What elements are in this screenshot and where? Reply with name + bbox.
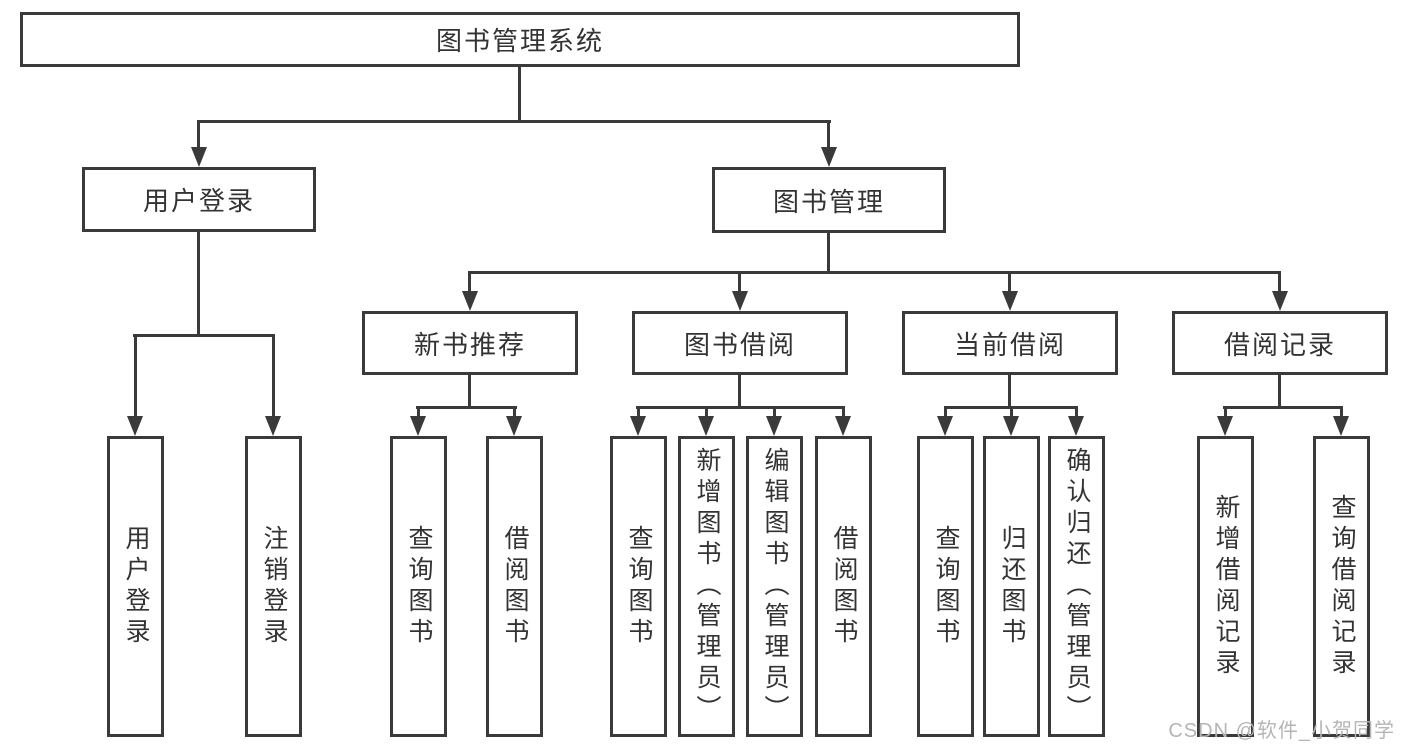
connector-line [944,406,947,422]
arrow-down-icon [1002,291,1018,311]
leaf-user-login: 用户登录 [107,436,164,737]
node-book-management: 图书管理 [712,167,946,233]
arrow-down-icon [835,416,851,436]
leaf-label: 查询图书 [405,524,433,649]
node-label: 图书管理 [772,186,885,217]
node-label: 当前借阅 [953,329,1066,360]
arrow-down-icon [1003,416,1019,436]
arrow-down-icon [1217,416,1233,436]
leaf-label: 注销登录 [260,524,288,649]
leaf-label: 归还图书 [998,524,1026,649]
leaf-label: 借阅图书 [501,524,529,649]
node-label: 图书管理系统 [435,26,604,56]
leaf-current-query-book: 查询图书 [917,436,974,737]
leaf-label: 查询借阅记录 [1328,493,1356,680]
arrow-down-icon [410,416,426,436]
arrow-down-icon [1068,416,1084,436]
node-book-borrow: 图书借阅 [632,311,848,375]
arrow-down-icon [732,291,748,311]
leaf-borrow-borrow-book: 借阅图书 [815,436,872,737]
node-label: 图书借阅 [683,329,796,360]
connector-line [197,228,200,337]
leaf-label: 确认归还（管理员） [1063,447,1091,726]
arrow-down-icon [630,416,646,436]
leaf-label: 查询图书 [625,524,653,649]
node-user-login: 用户登录 [82,167,316,232]
leaf-borrow-add-book-admin: 新增图书（管理员） [678,436,735,737]
leaf-recommend-query-book: 查询图书 [390,436,447,737]
connector-line [272,334,275,422]
leaf-logout: 注销登录 [245,436,302,737]
leaf-label: 查询图书 [932,524,960,649]
connector-line [1008,372,1011,409]
node-borrow-records: 借阅记录 [1172,311,1388,375]
connector-line [197,120,200,152]
leaf-current-confirm-return-admin: 确认归还（管理员） [1048,436,1105,737]
connector-line [636,406,844,409]
connector-line [738,271,741,297]
leaf-label: 借阅图书 [830,524,858,649]
watermark: CSDN @软件_小贺同学 [1168,720,1395,742]
connector-line [1340,406,1343,422]
node-new-book-recommend: 新书推荐 [362,311,578,375]
connector-line [738,372,741,409]
connector-line [417,406,420,422]
connector-line [468,271,471,297]
leaf-records-add-record: 新增借阅记录 [1197,436,1254,737]
arrow-down-icon [127,416,143,436]
connector-line [1223,406,1343,409]
leaf-records-query-record: 查询借阅记录 [1313,436,1370,737]
arrow-down-icon [191,147,207,167]
arrow-down-icon [766,416,782,436]
connector-line [773,406,776,422]
leaf-label: 新增借阅记录 [1212,493,1240,680]
arrow-down-icon [506,416,522,436]
arrow-down-icon [1272,291,1288,311]
node-label: 新书推荐 [413,329,526,360]
connector-line [637,406,640,422]
leaf-borrow-query-book: 查询图书 [610,436,667,737]
leaf-label: 编辑图书（管理员） [761,447,789,726]
arrow-down-icon [821,147,837,167]
arrow-down-icon [1333,416,1349,436]
arrow-down-icon [937,416,953,436]
connector-line [416,406,517,409]
connector-line [1278,271,1281,297]
connector-line [1278,372,1281,409]
connector-line [518,64,521,123]
connector-line [134,334,137,422]
leaf-current-return-book: 归还图书 [983,436,1040,737]
connector-line [468,271,1281,274]
leaf-borrow-edit-book-admin: 编辑图书（管理员） [746,436,803,737]
leaf-label: 用户登录 [122,524,150,649]
connector-line [1010,406,1013,422]
connector-line [197,120,831,123]
node-label: 借阅记录 [1223,329,1336,360]
connector-line [1224,406,1227,422]
arrow-down-icon [698,416,714,436]
arrow-down-icon [265,416,281,436]
connector-line [513,406,516,422]
node-current-borrow: 当前借阅 [902,311,1118,375]
connector-line [842,406,845,422]
connector-line [468,372,471,409]
node-library-system: 图书管理系统 [20,12,1020,67]
connector-line [1008,271,1011,297]
arrow-down-icon [462,291,478,311]
node-label: 用户登录 [142,186,255,216]
connector-line [827,229,830,274]
connector-line [133,334,275,337]
leaf-label: 新增图书（管理员） [693,447,721,726]
connector-line [827,120,830,152]
connector-line [705,406,708,422]
leaf-recommend-borrow-book: 借阅图书 [486,436,543,737]
connector-line [1075,406,1078,422]
